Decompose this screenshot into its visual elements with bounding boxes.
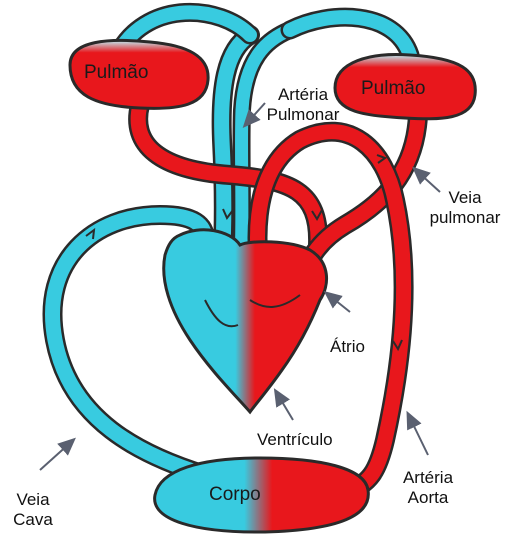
aorta-label-line2: Aorta bbox=[407, 488, 449, 507]
lung-left bbox=[68, 38, 210, 110]
aorta-label-line1: Artéria bbox=[402, 468, 454, 487]
pulmonary-artery-label: Artéria Pulmonar bbox=[258, 85, 348, 125]
flow-arrow-icon bbox=[222, 208, 234, 220]
pulmonary-vein-label: Veia pulmonar bbox=[420, 188, 510, 228]
lung-right bbox=[333, 53, 477, 121]
pointer-vena-cava bbox=[39, 437, 76, 471]
pulmonary-vein-label-line2: pulmonar bbox=[429, 208, 501, 227]
pulmonary-vein-label-line1: Veia bbox=[448, 188, 482, 207]
label-pointers bbox=[39, 102, 441, 471]
lung-right-label: Pulmão bbox=[361, 78, 426, 99]
vena-cava-label: Veia Cava bbox=[4, 490, 62, 530]
pointer-pulmonary-vein bbox=[412, 166, 441, 193]
ventricle-label: Ventrículo bbox=[257, 430, 333, 449]
flow-arrow-icon bbox=[392, 339, 403, 352]
body-organ bbox=[153, 456, 370, 534]
aorta-label: Artéria Aorta bbox=[392, 468, 464, 508]
pulmonary-artery-label-line1: Artéria bbox=[277, 85, 329, 104]
lung-left-label: Pulmão bbox=[84, 62, 149, 83]
pointer-atrium bbox=[323, 291, 351, 313]
flow-arrow-icon bbox=[376, 154, 388, 164]
pointer-aorta bbox=[406, 410, 429, 456]
body-label: Corpo bbox=[209, 484, 261, 505]
vena-cava-label-line2: Cava bbox=[13, 510, 53, 529]
pulmonary-artery-label-line2: Pulmonar bbox=[266, 105, 340, 124]
pointer-pulmonary-artery bbox=[242, 102, 266, 128]
flow-arrow-icon bbox=[85, 227, 96, 240]
vena-cava-label-line1: Veia bbox=[16, 490, 50, 509]
pointer-ventricle bbox=[273, 388, 294, 421]
atrium-label: Átrio bbox=[330, 337, 365, 356]
heart bbox=[162, 228, 329, 415]
flow-arrow-icon bbox=[311, 209, 323, 221]
flow-arrows bbox=[85, 154, 403, 352]
